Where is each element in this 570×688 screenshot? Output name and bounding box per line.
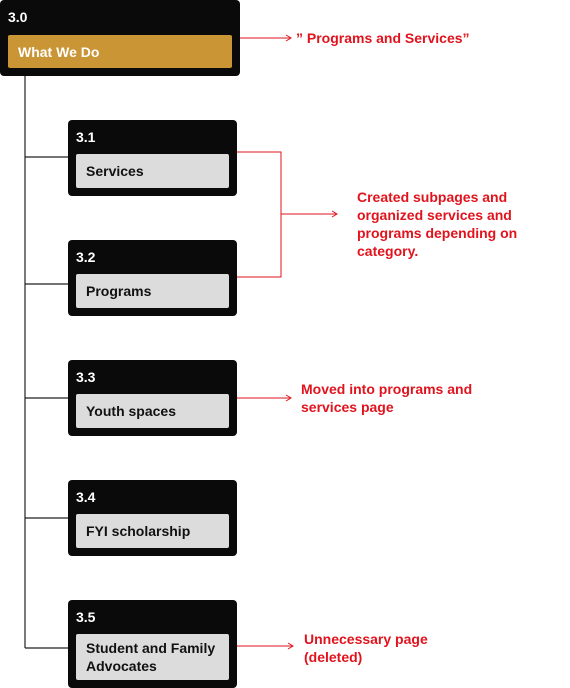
- node-3-0: 3.0 What We Do: [0, 0, 240, 76]
- node-label-youth-spaces: Youth spaces: [76, 394, 229, 428]
- node-number: 3.3: [76, 369, 96, 385]
- note-programs-and-services: ” Programs and Services”: [296, 30, 470, 46]
- node-3-5: 3.5 Student and Family Advocates: [68, 600, 237, 688]
- node-3-1: 3.1 Services: [68, 120, 237, 196]
- node-label-fyi-scholarship: FYI scholarship: [76, 514, 229, 548]
- node-number: 3.5: [76, 609, 96, 625]
- note-moved-into-programs: Moved into programs and services page: [301, 381, 473, 415]
- node-label-what-we-do: What We Do: [8, 35, 232, 68]
- node-number: 3.1: [76, 129, 96, 145]
- node-3-4: 3.4 FYI scholarship: [68, 480, 237, 556]
- node-label-programs: Programs: [76, 274, 229, 308]
- node-label-services: Services: [76, 154, 229, 188]
- node-number: 3.2: [76, 249, 96, 265]
- node-label-student-family-advocates: Student and Family Advocates: [76, 634, 229, 680]
- node-3-2: 3.2 Programs: [68, 240, 237, 316]
- note-unnecessary-page: Unnecessary page (deleted): [304, 631, 428, 665]
- node-number: 3.4: [76, 489, 96, 505]
- note-created-subpages: Created subpages and organized services …: [357, 189, 518, 259]
- node-number: 3.0: [8, 9, 28, 25]
- node-3-3: 3.3 Youth spaces: [68, 360, 237, 436]
